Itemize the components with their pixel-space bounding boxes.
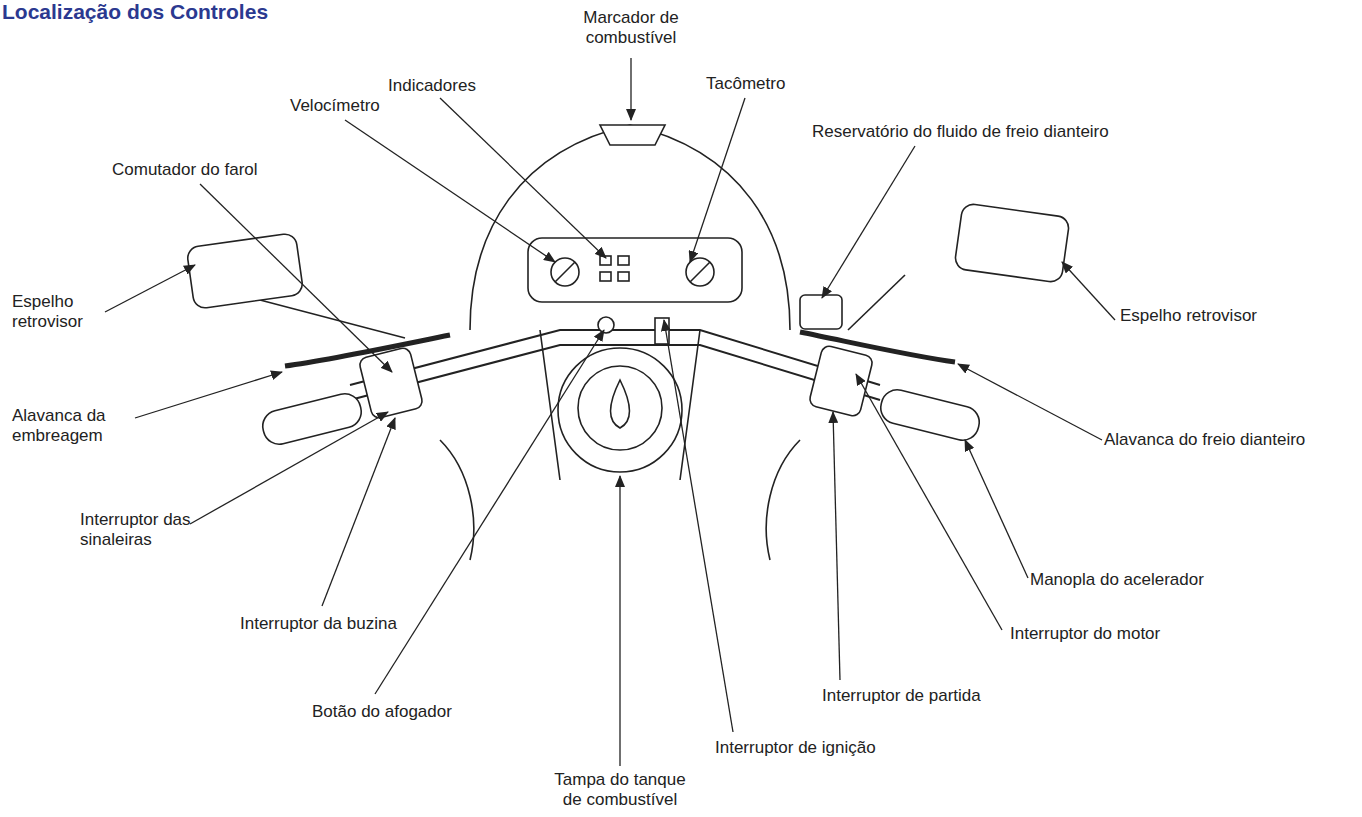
part-label: Interruptor das sinaleiras bbox=[80, 510, 195, 550]
fuel-cap-handle bbox=[611, 380, 630, 428]
part-label: Comutador do farol bbox=[112, 160, 312, 180]
leader-line bbox=[822, 146, 915, 298]
right-mirror-stem bbox=[848, 275, 905, 330]
tachometer-needle bbox=[690, 262, 710, 282]
indicator-lamp bbox=[600, 272, 611, 281]
clutch-lever bbox=[285, 335, 450, 366]
leader-line bbox=[630, 58, 631, 120]
leader-line bbox=[833, 412, 840, 680]
leader-line bbox=[664, 320, 733, 732]
leader-line bbox=[375, 330, 604, 694]
speedometer-needle bbox=[555, 262, 575, 282]
part-label: Espelho retrovisor bbox=[12, 292, 102, 332]
leader-line bbox=[200, 184, 392, 372]
speedometer bbox=[551, 258, 579, 286]
part-label: Velocímetro bbox=[290, 96, 410, 116]
brake-fluid-reservoir bbox=[800, 295, 842, 329]
leader-line bbox=[965, 440, 1028, 578]
leader-line bbox=[322, 418, 395, 606]
indicator-lamp bbox=[618, 256, 629, 265]
indicator-lamp bbox=[618, 272, 629, 281]
part-label: Tampa do tanque de combustível bbox=[550, 770, 690, 810]
left-mirror bbox=[186, 233, 304, 310]
left-mirror-stem bbox=[260, 300, 405, 338]
leader-line bbox=[619, 476, 620, 766]
leader-line bbox=[135, 372, 282, 418]
part-label: Interruptor do motor bbox=[1010, 624, 1230, 644]
part-label: Marcador de combustível bbox=[566, 8, 696, 48]
right-grip bbox=[877, 386, 982, 443]
leader-line bbox=[958, 364, 1102, 440]
part-label: Espelho retrovisor bbox=[1120, 306, 1340, 326]
part-label: Alavanca da embreagem bbox=[12, 406, 122, 446]
leader-line bbox=[1062, 262, 1115, 320]
leader-line bbox=[345, 120, 555, 262]
right-mirror bbox=[954, 203, 1070, 283]
leader-line bbox=[190, 412, 388, 524]
right-switch-housing bbox=[808, 345, 873, 418]
part-label: Interruptor da buzina bbox=[240, 614, 460, 634]
part-label: Interruptor de ignição bbox=[715, 738, 935, 758]
leader-line bbox=[690, 98, 745, 262]
left-grip bbox=[259, 390, 364, 447]
choke-knob bbox=[598, 317, 614, 333]
part-label: Botão do afogador bbox=[312, 702, 512, 722]
tachometer bbox=[686, 258, 714, 286]
left-switch-housing bbox=[358, 347, 423, 420]
part-label: Interruptor de partida bbox=[822, 686, 1042, 706]
part-label: Tacômetro bbox=[706, 74, 826, 94]
leader-line bbox=[856, 374, 1002, 630]
part-label: Manopla do acelerador bbox=[1030, 570, 1260, 590]
gauge-cluster bbox=[528, 238, 742, 302]
page-title: Localização dos Controles bbox=[2, 0, 268, 24]
leader-line bbox=[105, 265, 195, 312]
brake-lever bbox=[800, 332, 955, 362]
leader-line bbox=[440, 98, 606, 258]
leader-lines bbox=[105, 58, 1115, 766]
fuel-gauge bbox=[600, 125, 665, 145]
motorcycle-drawing bbox=[186, 125, 1070, 560]
part-label: Indicadores bbox=[388, 76, 508, 96]
part-label: Reservatório do fluido de freio dianteir… bbox=[812, 122, 1232, 142]
windscreen bbox=[470, 125, 790, 330]
fuel-cap bbox=[558, 348, 682, 472]
fuel-cap-inner bbox=[578, 366, 662, 450]
part-label: Alavanca do freio dianteiro bbox=[1104, 430, 1354, 450]
